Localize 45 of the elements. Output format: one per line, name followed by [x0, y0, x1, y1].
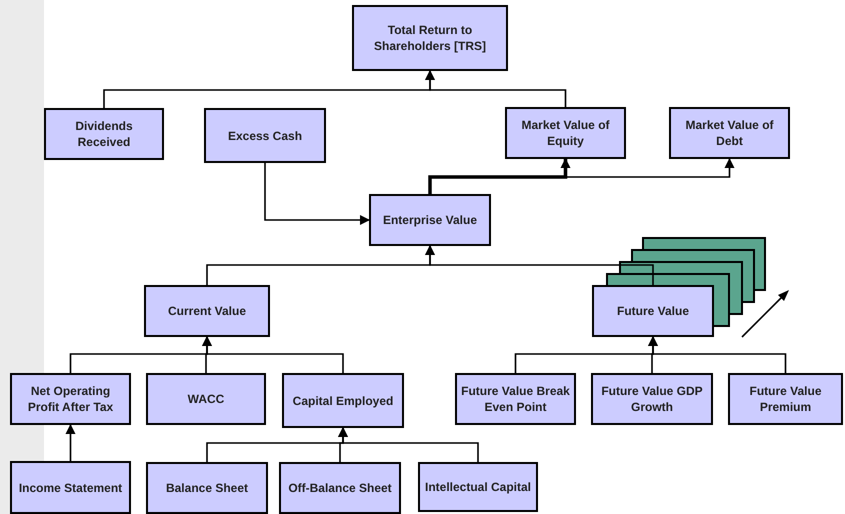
process-box — [592, 285, 714, 337]
arrow — [202, 336, 344, 373]
process-box — [369, 194, 491, 246]
process-box — [455, 373, 576, 425]
process-box — [279, 462, 401, 514]
box-label: WACC — [188, 391, 224, 407]
process-box — [505, 107, 626, 159]
box-label: Dividends Received — [74, 118, 134, 150]
arrow — [264, 163, 370, 225]
arrow — [66, 424, 76, 461]
box-label: Net Operating Profit After Tax — [26, 383, 114, 415]
process-box — [591, 373, 713, 425]
box-label: Future Value Premium — [748, 383, 823, 415]
process-box — [728, 373, 843, 425]
arrow — [338, 427, 479, 462]
box-label: Market Value of Equity — [520, 117, 611, 149]
box-label: Market Value of Debt — [684, 117, 775, 149]
box-label: Excess Cash — [228, 128, 302, 144]
box-label: Current Value — [168, 303, 246, 319]
arrow — [428, 158, 570, 194]
box-label: Future Value Break Even Point — [461, 383, 570, 415]
process-box — [146, 462, 268, 514]
box-label: Off-Balance Sheet — [288, 480, 392, 496]
box-label: Future Value GDP Growth — [600, 383, 704, 415]
process-box — [144, 285, 270, 337]
process-box — [146, 373, 266, 425]
box-label: Capital Employed — [292, 392, 394, 408]
arrow — [425, 70, 566, 107]
process-box — [669, 107, 790, 159]
process-box — [10, 461, 131, 514]
process-box — [44, 108, 164, 160]
box-label: Future Value — [616, 303, 690, 319]
box-label: Income Statement — [18, 480, 122, 496]
arrow — [425, 245, 654, 285]
arrow — [429, 158, 734, 194]
box-label: Balance Sheet — [166, 480, 248, 496]
box-label: Enterprise Value — [382, 212, 478, 228]
box-label: Total Return to Shareholders [TRS] — [372, 22, 488, 54]
box-label: Intellectual Capital — [424, 479, 532, 495]
process-box — [352, 5, 508, 71]
process-box — [10, 373, 131, 425]
process-box — [282, 373, 404, 428]
arrow — [648, 336, 786, 373]
process-box — [204, 108, 326, 163]
process-box — [418, 462, 538, 512]
